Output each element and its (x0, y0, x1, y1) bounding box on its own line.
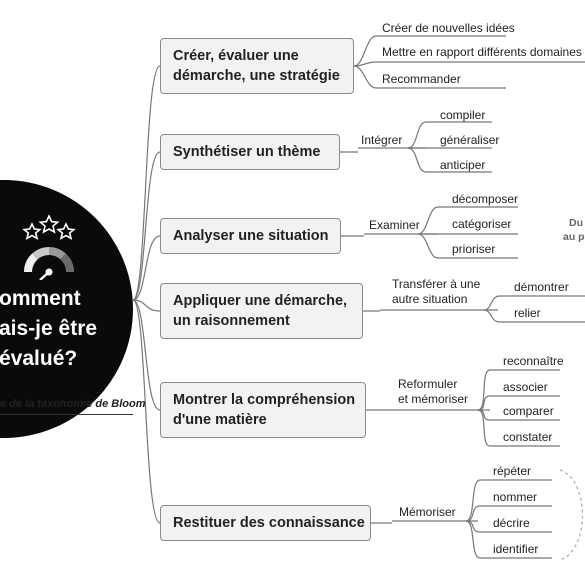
connector-label: Intégrer (361, 133, 403, 147)
connector-line (132, 235, 161, 301)
connector-line (477, 369, 560, 411)
connector-line (132, 151, 161, 301)
connector-label: Examiner (369, 218, 420, 232)
connector-label: Mémoriser (399, 505, 456, 519)
leaf-item: identifier (493, 542, 539, 556)
branch-title-line: Appliquer une démarche, (173, 293, 348, 309)
leaf-item: nommer (493, 490, 538, 504)
connector-line (465, 520, 552, 559)
leaf-item: répéter (493, 464, 532, 478)
branch-title-line: Restituer des connaissance (173, 515, 365, 531)
center-title-line-3: évalué? (0, 347, 78, 370)
connector-line (417, 206, 518, 235)
leaf-item: constater (503, 430, 553, 444)
connector-label-line: et mémoriser (398, 392, 469, 406)
connector-line (132, 299, 161, 312)
center-title-line-2: ais-je être (0, 317, 98, 340)
leaf-item: prioriser (452, 242, 496, 256)
connector-line (132, 299, 161, 524)
leaf-item: associer (503, 380, 548, 394)
connector-label-line: autre situation (392, 292, 468, 306)
connector-line (407, 147, 492, 173)
branch-node-understand[interactable]: Montrer la compréhension d'une matière (160, 382, 366, 438)
rating-gauge-icon (22, 214, 76, 280)
branch-title-line: Créer, évaluer une (173, 48, 299, 64)
center-title-line-1: omment (0, 287, 81, 310)
connector-line (417, 233, 518, 259)
leaf-item: Mettre en rapport différents domaines (382, 45, 582, 59)
branch-node-restitute[interactable]: Restituer des connaissance (160, 505, 371, 541)
branch-title-line: Analyser une situation (173, 228, 329, 244)
branch-title-line: Synthétiser un thème (173, 144, 321, 160)
connector-line (353, 65, 506, 89)
connector-line (477, 395, 560, 411)
connector-label: Reformuler et mémoriser (398, 377, 468, 407)
branch-node-apply[interactable]: Appliquer une démarche, un raisonnement (160, 283, 363, 339)
leaf-item: Créer de nouvelles idées (382, 21, 515, 35)
branch-title-line: d'une matière (173, 412, 267, 428)
leaf-item: relier (514, 306, 541, 320)
branch-node-create[interactable]: Créer, évaluer une démarche, une stratég… (160, 38, 354, 94)
caption-underline (0, 414, 133, 415)
leaf-item: reconnaître (503, 354, 564, 368)
branch-title-line: Montrer la compréhension (173, 392, 356, 408)
connector-label: Transférer à une autre situation (392, 277, 480, 307)
connector-line (132, 65, 161, 301)
leaf-item: anticiper (440, 158, 486, 172)
connector-line (483, 295, 585, 311)
leaf-item: décomposer (452, 192, 519, 206)
side-note: Du (569, 217, 583, 229)
connector-line (132, 299, 161, 411)
connector-line (353, 35, 506, 67)
connector-line (465, 479, 552, 522)
leaf-item: compiler (440, 108, 486, 122)
leaf-item: comparer (503, 404, 554, 418)
leaf-item: démontrer (514, 280, 569, 294)
connector-line (477, 409, 560, 447)
caption: e de la taxonomie de Bloom (0, 398, 146, 410)
leaf-item: généraliser (440, 133, 500, 147)
branch-title-line: démarche, une stratégie (173, 68, 340, 84)
connector-line (407, 121, 492, 149)
connector-line (353, 61, 585, 67)
connector-line (465, 505, 552, 522)
connector-line (559, 469, 584, 561)
branch-node-analyze[interactable]: Analyser une situation (160, 218, 341, 254)
leaf-item: décrire (493, 516, 530, 530)
connector-label-line: Reformuler (398, 377, 458, 391)
leaf-item: catégoriser (452, 217, 512, 231)
branch-title-line: un raisonnement (173, 313, 290, 329)
connector-label-line: Transférer à une (392, 277, 481, 291)
connector-line (483, 309, 585, 323)
side-note: au pl (563, 231, 585, 243)
leaf-item: Recommander (382, 72, 461, 86)
branch-node-synthesize[interactable]: Synthétiser un thème (160, 134, 340, 170)
